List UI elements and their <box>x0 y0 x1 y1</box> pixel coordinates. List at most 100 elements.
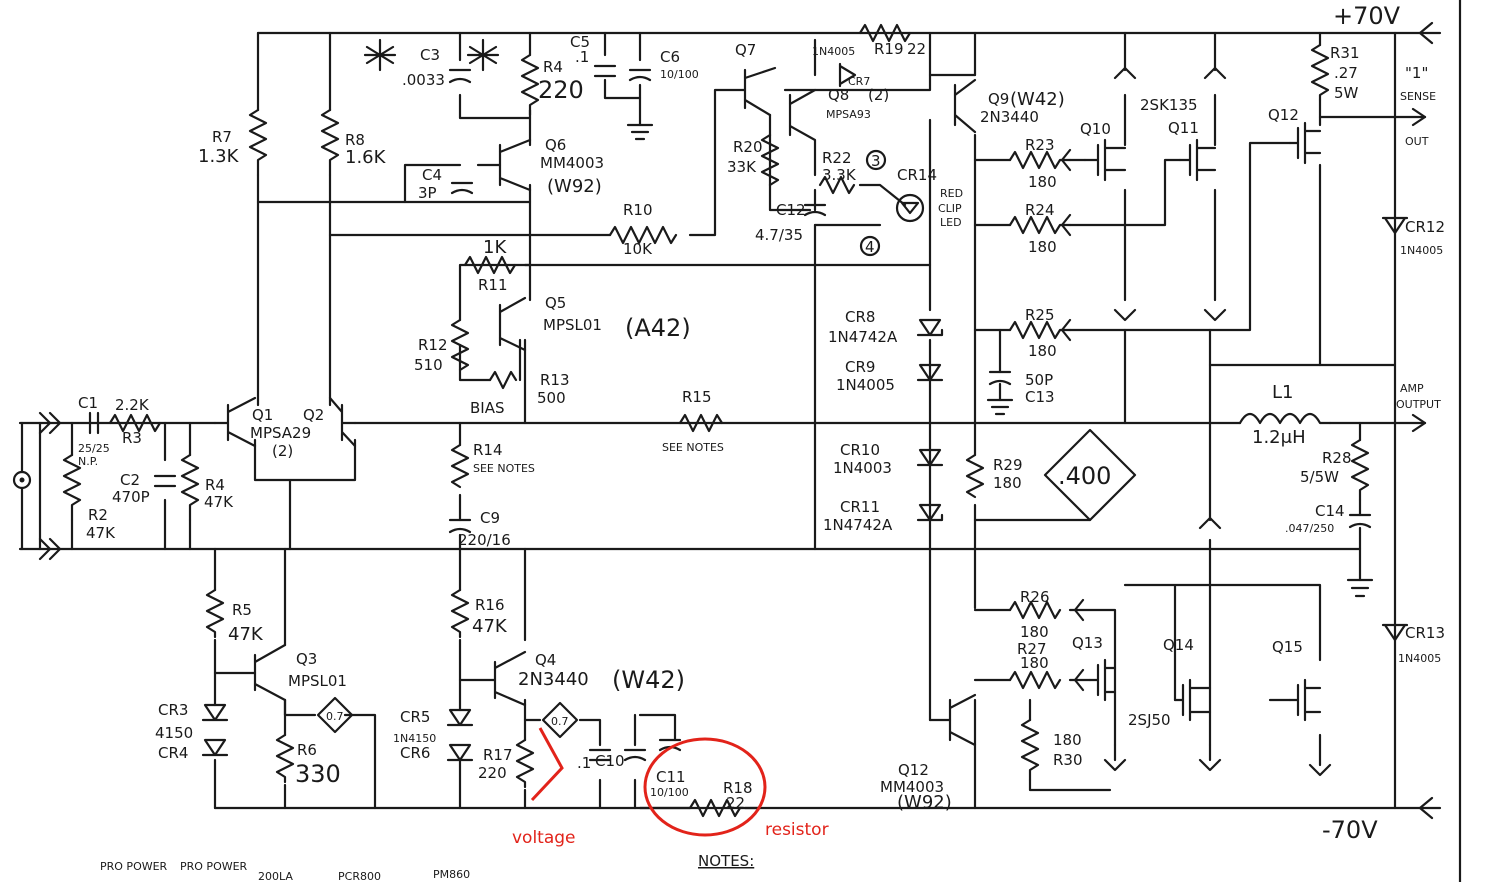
r7-value: 1.3K <box>198 146 240 167</box>
cr7-glyph <box>838 62 857 88</box>
r18-label: R18 <box>723 779 753 797</box>
q7-glyph <box>743 66 777 117</box>
amp-output-1: AMP <box>1400 382 1424 395</box>
r17-glyph <box>515 738 535 789</box>
r15-label: R15 <box>682 388 712 406</box>
capacitor-glyphs <box>88 64 1372 762</box>
notes-heading: NOTES: <box>698 852 754 870</box>
r8-value: 1.6K <box>345 147 387 168</box>
q4-label: Q4 <box>535 651 556 669</box>
cr8-value: 1N4742A <box>828 328 898 346</box>
r13-glyph <box>488 370 518 390</box>
q4-code: (W42) <box>612 666 685 694</box>
mosfet-glyphs <box>1060 66 1332 777</box>
red-clip-2: CLIP <box>938 202 962 215</box>
cr4-glyph <box>201 738 229 757</box>
cr14-label: CR14 <box>897 166 937 184</box>
r29-glyph <box>965 453 985 499</box>
cr10-value: 1N4003 <box>833 459 892 477</box>
q9-label: Q9 <box>988 90 1009 108</box>
r12-label: R12 <box>418 336 448 354</box>
r12-glyph <box>450 318 470 372</box>
l1-glyph <box>1238 412 1332 425</box>
q5-part: MPSL01 <box>543 316 602 334</box>
cr8-label: CR8 <box>845 308 875 326</box>
marker-07a: 0.7 <box>326 710 344 723</box>
r5-value: 47K <box>228 624 264 645</box>
q1-glyph <box>213 396 257 448</box>
q6-label: Q6 <box>545 136 566 154</box>
q6-glyph <box>498 138 532 192</box>
q7-label: Q7 <box>735 41 756 59</box>
q11-part: 2SK135 <box>1140 96 1198 114</box>
r7-label: R7 <box>212 128 232 146</box>
r25-value: 180 <box>1028 342 1057 360</box>
cr9-value: 1N4005 <box>836 376 895 394</box>
cr8-glyph <box>916 318 944 337</box>
c5-glyph <box>593 64 617 78</box>
footer-5: PM860 <box>433 868 470 881</box>
cr4-label: CR4 <box>158 744 188 762</box>
labels: +70V -70V C1 25/25 N.P. 2.2K R3 C2 470P … <box>78 2 1445 882</box>
r30-value: 180 <box>1053 731 1082 749</box>
footer-4: PCR800 <box>338 870 381 882</box>
input-terminals <box>12 21 1434 820</box>
footer-3: 200LA <box>258 870 293 882</box>
cr11-glyph <box>916 503 944 522</box>
markers <box>316 0 1462 882</box>
cr12-label: CR12 <box>1405 218 1445 236</box>
r4-glyph <box>520 53 540 117</box>
r13-label: R13 <box>540 371 570 389</box>
bias-label: BIAS <box>470 399 505 417</box>
q2-glyph <box>328 396 357 448</box>
q8-label: Q8 <box>828 86 849 104</box>
q9-code: (W42) <box>1010 89 1065 110</box>
c3-label: C3 <box>420 46 440 64</box>
r20-value: 33K <box>727 158 757 176</box>
c1-label: C1 <box>78 394 98 412</box>
cr10-label: CR10 <box>840 441 880 459</box>
r28-glyph <box>1350 438 1370 502</box>
r10-label: R10 <box>623 201 653 219</box>
r20-glyph <box>760 133 780 187</box>
sense-top: "1" <box>1405 64 1428 82</box>
r23-label: R23 <box>1025 136 1055 154</box>
cr7-value: 1N4005 <box>812 45 855 58</box>
q12b-glyph <box>948 693 977 747</box>
c9-value: 220/16 <box>458 531 511 549</box>
q5-glyph <box>498 296 527 352</box>
c9-label: C9 <box>480 509 500 527</box>
cr13-label: CR13 <box>1405 624 1445 642</box>
cr9-label: CR9 <box>845 358 875 376</box>
r18-value: 22 <box>726 794 745 812</box>
c4-value: 3P <box>418 184 437 202</box>
r17-label: R17 <box>483 746 513 764</box>
r7-glyph <box>248 108 268 177</box>
r28-value: 5/5W <box>1300 468 1339 486</box>
c6-value: 10/100 <box>660 68 699 81</box>
c10a-glyph <box>588 748 612 762</box>
q10-label: Q10 <box>1080 120 1111 138</box>
r6-value: 330 <box>295 760 341 788</box>
q8-part: MPSA93 <box>826 108 871 121</box>
q15-glyph <box>1288 678 1322 722</box>
ground-symbols <box>626 123 1374 598</box>
q12b-code: (W92) <box>897 792 952 813</box>
r8-glyph <box>320 108 340 177</box>
r22-value: 3.3K <box>822 166 857 184</box>
r19-glyph <box>858 23 912 43</box>
c12-value: 4.7/35 <box>755 226 803 244</box>
c5-value: .1 <box>575 48 589 66</box>
red-clip-1: RED <box>940 187 963 200</box>
r2-glyph <box>62 453 82 522</box>
r27-glyph <box>1008 670 1062 690</box>
resistor-label: resistor <box>765 820 829 840</box>
q3-part: MPSL01 <box>288 672 347 690</box>
marker-07b-box <box>541 701 579 739</box>
c6-label: C6 <box>660 48 680 66</box>
c11-value: 10/100 <box>650 786 689 799</box>
r15-glyph <box>678 413 724 433</box>
transistor-glyphs <box>213 66 977 747</box>
cr56-value: 1N4150 <box>393 732 436 745</box>
